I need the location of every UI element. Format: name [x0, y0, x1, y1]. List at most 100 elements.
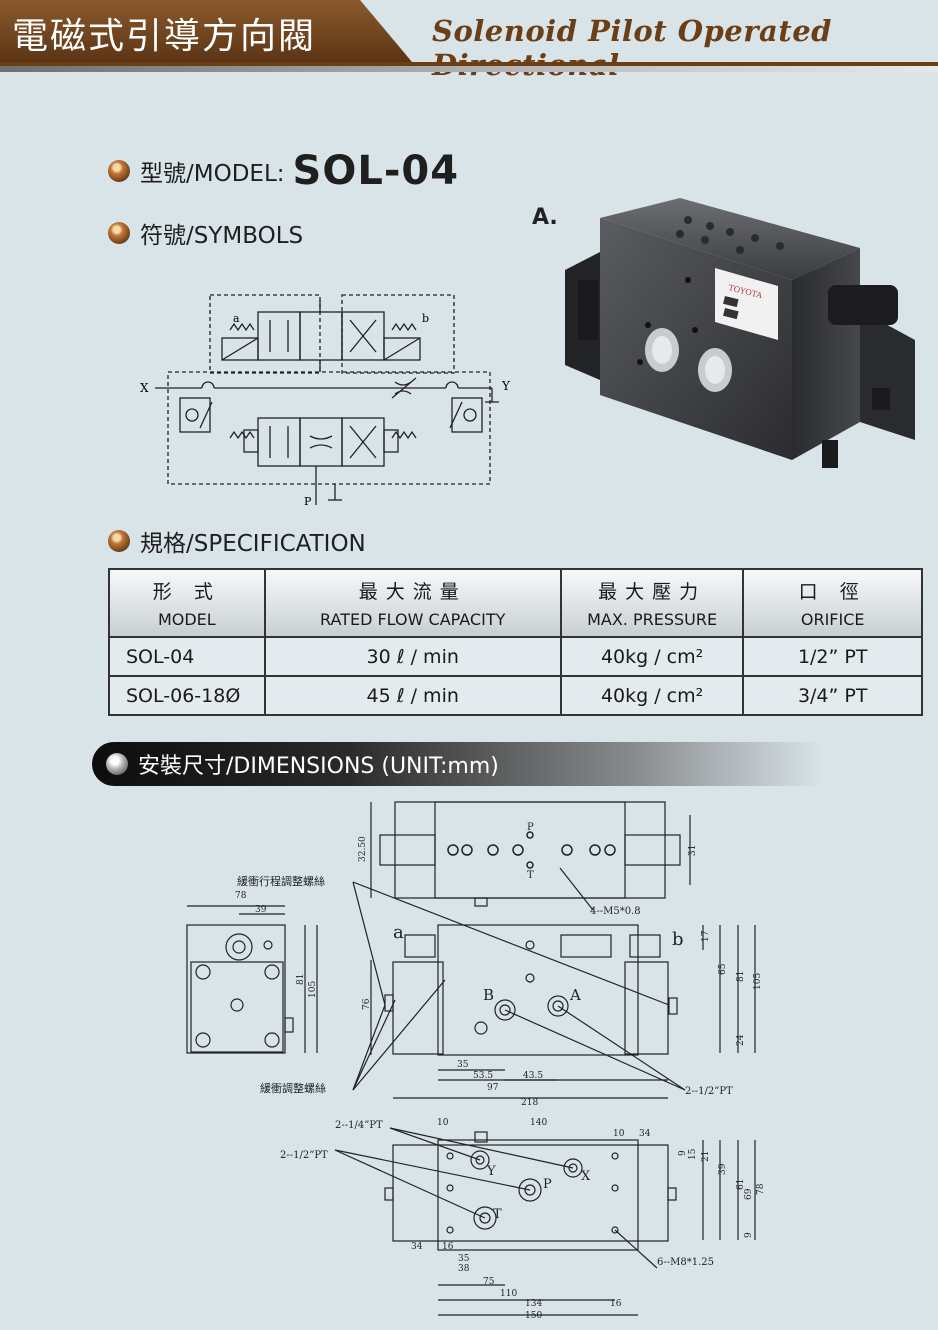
label-port-T-bottom: T [493, 1207, 502, 1222]
dim-number: 78 [756, 1183, 766, 1195]
table-row: SOL-04 30 ℓ / min 40kg / cm² 1/2” PT [108, 636, 923, 677]
header-rule-gradient [0, 66, 938, 72]
dim-number: 9 [744, 1232, 754, 1238]
label-port-X: X [581, 1169, 591, 1184]
bullet-icon [108, 530, 130, 552]
spec-cell-pressure: 40kg / cm² [559, 675, 745, 716]
symbols-heading: 符號/SYMBOLS [108, 216, 303, 250]
port-y-label: Y [501, 379, 511, 393]
dim-number: 78 [235, 891, 247, 901]
dim-number: 38 [458, 1264, 470, 1274]
dim-number: 16 [610, 1299, 622, 1309]
spec-cell-model: SOL-06-18Ø [108, 675, 266, 716]
pilot-enclosure-left [209, 294, 321, 374]
spec-label: 規格/SPECIFICATION [140, 531, 366, 557]
dim-number: 34 [639, 1129, 651, 1139]
dim-number: 34 [411, 1242, 423, 1252]
symbols-label: 符號/SYMBOLS [140, 223, 304, 249]
spec-cell-orifice: 3/4” PT [742, 675, 923, 716]
port-x-label: X [140, 381, 149, 395]
solenoid-a-label: a [233, 312, 240, 325]
dim-number: 65 [718, 963, 728, 975]
dim-number: 75 [483, 1277, 495, 1287]
annotation-stroke-screw: 緩衝行程調整螺絲 [237, 874, 325, 888]
page-header: 電磁式引導方向閥 Solenoid Pilot Operated Directi… [0, 0, 938, 82]
annotation-pt-half: 2--1/2”PT [685, 1086, 733, 1097]
bullet-icon [106, 753, 128, 775]
dim-number: 39 [255, 905, 267, 915]
annotation-pt-half-b: 2--1/2”PT [280, 1150, 328, 1161]
port-p-label: P [304, 495, 312, 508]
dim-number: 134 [525, 1299, 542, 1309]
annotation-m5: 4--M5*0.8 [590, 906, 641, 917]
dim-number: 35 [458, 1254, 470, 1264]
label-port-P: P [527, 822, 534, 833]
dim-number: 39 [718, 1163, 728, 1175]
label-port-a: a [393, 922, 404, 943]
dim-number: 150 [525, 1311, 542, 1321]
dim-number: 10 [613, 1129, 625, 1139]
dim-number: 15 [688, 1148, 698, 1160]
dim-number: 31 [688, 845, 698, 856]
dim-number: 35 [457, 1060, 469, 1070]
photo-label: A. [532, 205, 558, 230]
dim-number: 21 [701, 1151, 711, 1162]
solenoid-b-label: b [422, 312, 429, 325]
hydraulic-symbol-diagram: X Y P a b [140, 294, 511, 508]
model-code: SOL-04 [292, 148, 460, 194]
dim-number: 53.5 [473, 1071, 493, 1081]
dimensions-label: 安裝尺寸/DIMENSIONS (UNIT:mm) [138, 754, 499, 779]
header-rule [0, 62, 938, 66]
dim-number: 81 [296, 974, 306, 985]
dim-number: 110 [500, 1289, 517, 1299]
spec-cell-flow: 30 ℓ / min [263, 636, 562, 677]
dim-number: 81 [736, 971, 746, 982]
dim-number: 16 [442, 1242, 454, 1252]
pilot-enclosure-right [341, 294, 455, 374]
header-title-zh: 電磁式引導方向閥 [12, 16, 317, 57]
label-port-T: T [527, 870, 534, 881]
dimensions-drawing: 32.50 31 78 39 81 105 76 17 65 81 105 24… [186, 801, 766, 1321]
dim-number: 76 [362, 998, 372, 1010]
label-port-B: B [483, 986, 494, 1004]
dim-number: 9 [678, 1150, 688, 1156]
spec-cell-pressure: 40kg / cm² [559, 636, 745, 677]
annotation-m8: 6--M8*1.25 [657, 1257, 714, 1268]
dim-number: 43.5 [523, 1071, 543, 1081]
side-view-body [186, 924, 286, 1054]
annotation-cushion-screw: 緩衝調整螺絲 [260, 1081, 326, 1095]
bullet-icon [108, 160, 130, 182]
model-label: 型號/MODEL: [140, 161, 285, 187]
spec-cell-flow: 45 ℓ / min [263, 675, 562, 716]
bottom-view-body [392, 1144, 669, 1242]
valve-product-photo: TOYOTA [565, 198, 915, 468]
header-title-block: 電磁式引導方向閥 [0, 0, 412, 62]
label-port-Y: Y [486, 1164, 496, 1179]
bullet-icon [108, 222, 130, 244]
dim-number: 97 [487, 1083, 499, 1093]
dim-number: 24 [736, 1034, 746, 1046]
dim-number: 140 [530, 1118, 547, 1128]
label-port-P-bottom: P [543, 1177, 552, 1192]
table-row: SOL-06-18Ø 45 ℓ / min 40kg / cm² 3/4” PT [108, 675, 923, 716]
spec-cell-model: SOL-04 [108, 636, 266, 677]
dim-number: 17 [701, 930, 711, 942]
dim-number: 61 [736, 1179, 746, 1190]
spec-heading: 規格/SPECIFICATION [108, 524, 366, 558]
label-port-A: A [569, 986, 581, 1004]
dim-number: 32.50 [358, 836, 368, 862]
dim-number: 105 [753, 973, 763, 990]
dim-number: 10 [437, 1118, 449, 1128]
main-enclosure [167, 371, 491, 485]
model-heading: 型號/MODEL: SOL-04 [108, 148, 459, 194]
dim-number: 218 [521, 1098, 538, 1108]
spec-cell-orifice: 1/2” PT [742, 636, 923, 677]
dim-number: 105 [308, 981, 318, 998]
dim-number: 69 [744, 1188, 754, 1200]
front-view-body [437, 924, 639, 1056]
